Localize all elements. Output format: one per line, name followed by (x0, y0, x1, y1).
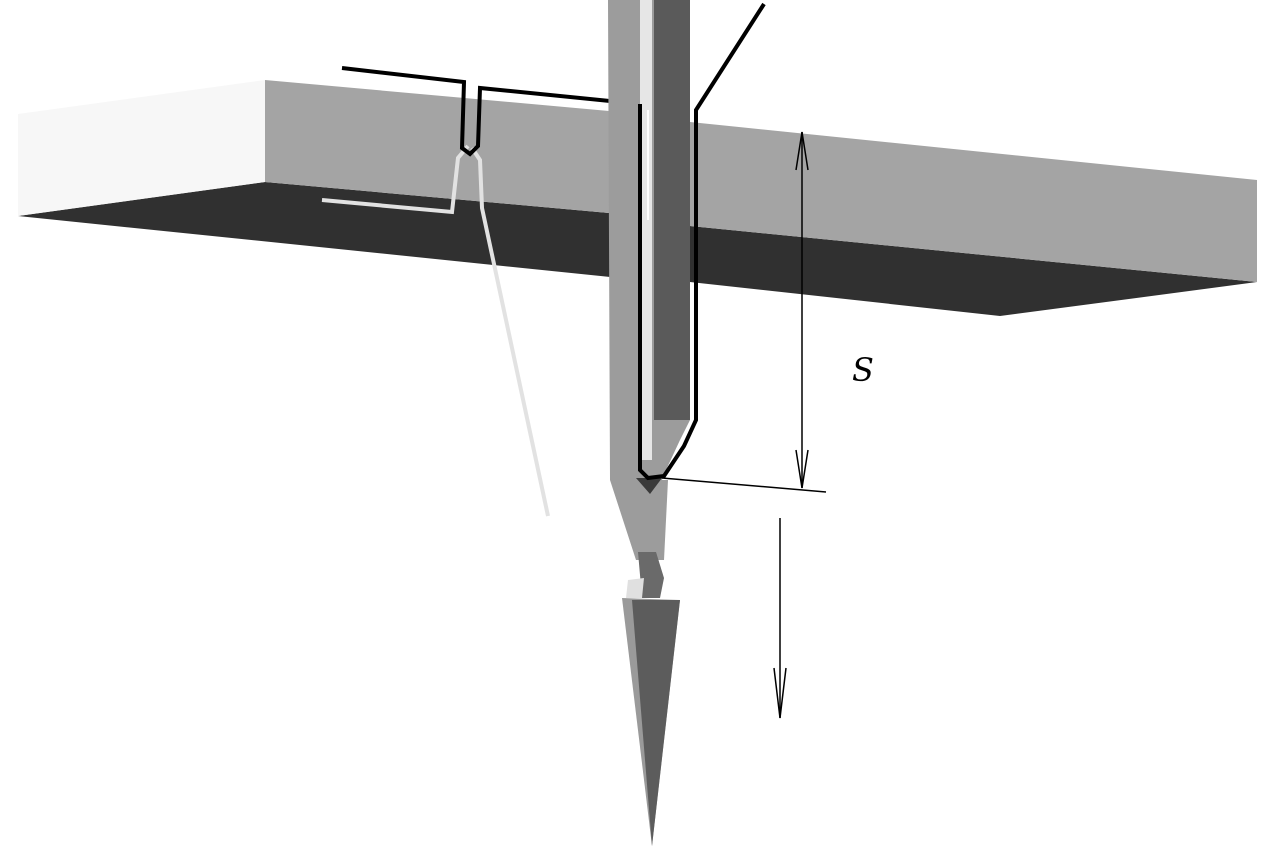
fabric-top-left (265, 80, 620, 214)
dimension-extension-line (661, 477, 827, 493)
needle-groove (654, 0, 690, 420)
dimension-label-s: S (852, 351, 874, 389)
needle (608, 0, 690, 846)
fabric-layer (18, 80, 1257, 316)
fabric-underside (18, 182, 620, 278)
lower-thread-tail (470, 146, 550, 517)
upper-thread-back (341, 66, 641, 157)
upper-thread-front (638, 2, 766, 481)
motion-arrow (773, 518, 787, 719)
needle-eye-area (610, 480, 668, 560)
fabric-underside-right (690, 226, 1257, 316)
dimension-arrow-top (795, 131, 809, 171)
upper-thread-needle-loop (638, 2, 766, 481)
needle-point-shade (632, 600, 680, 846)
needle-scarf (638, 552, 664, 598)
lower-thread-surface (321, 144, 470, 215)
dimension-arrow-bottom (795, 449, 809, 489)
needle-scarf-light (626, 578, 644, 598)
needle-eye-shadow (636, 478, 662, 494)
dimension-s (661, 131, 827, 493)
fabric-top-right (690, 122, 1257, 282)
upper-thread-left-run (341, 66, 641, 157)
lower-thread (321, 144, 550, 517)
fabric-top-left-light (18, 80, 265, 216)
motion-arrow-head (773, 667, 787, 719)
